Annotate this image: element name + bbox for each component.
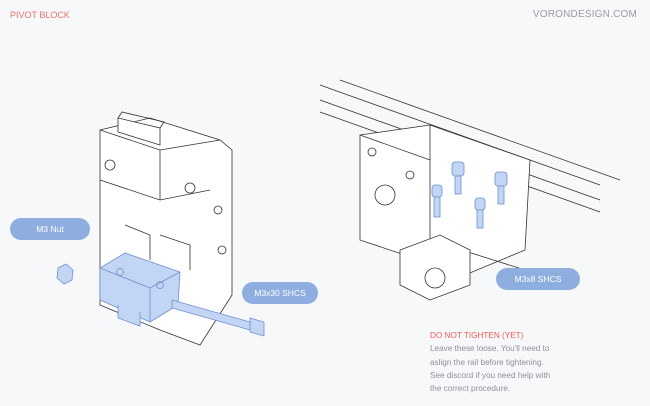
clamp-plate-part [99, 252, 181, 327]
note-line: See discord if you need help with [430, 370, 551, 380]
note-line: aslign the rail before tightening. [430, 357, 544, 367]
m3-nut-callout: M3 Nut [10, 218, 90, 240]
tightening-note: DO NOT TIGHTEN (YET) Leave these loose. … [430, 329, 550, 395]
rail-assembly-part [319, 79, 621, 301]
site-url: VORONDESIGN.COM [532, 9, 637, 20]
m3x30-bolt-part [171, 299, 265, 337]
page-title: PIVOT BLOCK [10, 10, 70, 20]
note-line: the correct procedure. [430, 384, 511, 394]
note-line: Leave these loose. You'll need to [430, 344, 550, 354]
m3x8-shcs-callout: M3x8 SHCS [496, 268, 580, 290]
warning-heading: DO NOT TIGHTEN (YET) [430, 331, 524, 340]
m3-nut-part [56, 263, 74, 285]
m3x30-shcs-callout: M3x30 SHCS [242, 282, 318, 304]
m3x8-bolts-part [431, 161, 508, 229]
